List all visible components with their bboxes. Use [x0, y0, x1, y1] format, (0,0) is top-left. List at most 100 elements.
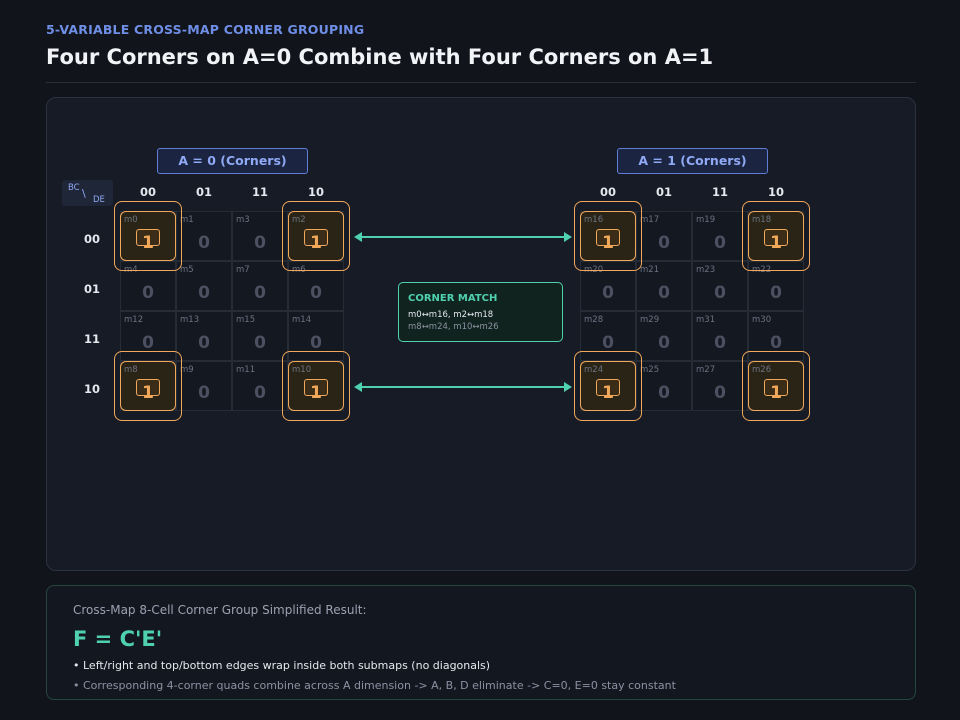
cell-value: 0	[310, 333, 322, 353]
map-header-a0: A = 0 (Corners)	[157, 148, 308, 174]
cell-value: 0	[254, 233, 266, 253]
minterm-label: m13	[180, 315, 200, 325]
highlight-box	[304, 229, 328, 246]
cell-value: 0	[658, 333, 670, 353]
corner-match-callout: CORNER MATCH m0↔m16, m2↔m18 m8↔m24, m10↔…	[398, 282, 563, 342]
highlight-box	[596, 229, 620, 246]
row-label: 10	[83, 382, 100, 396]
cell-value: 1	[310, 233, 322, 253]
highlight-box	[304, 379, 328, 396]
arrow-right-icon	[564, 232, 572, 242]
minterm-label: m9	[180, 365, 194, 375]
kmap-cell-m14: m14 0	[288, 311, 344, 361]
minterm-label: m1	[180, 215, 194, 225]
minterm-label: m20	[584, 265, 604, 275]
row-axis-label: BC	[68, 183, 80, 193]
minterm-label: m0	[124, 215, 138, 225]
kmap-cell-m28: m28 0	[580, 311, 636, 361]
kmap-cell-m23: m23 0	[692, 261, 748, 311]
kmap-cell-m29: m29 0	[636, 311, 692, 361]
minterm-label: m14	[292, 315, 312, 325]
minterm-label: m27	[696, 365, 716, 375]
header-divider	[46, 82, 916, 83]
minterm-label: m24	[584, 365, 604, 375]
result-note: • Left/right and top/bottom edges wrap i…	[73, 659, 491, 672]
kmap-cell-m1: m1 0	[176, 211, 232, 261]
cell-value: 1	[310, 383, 322, 403]
cell-value: 1	[770, 383, 782, 403]
result-heading: Cross-Map 8-Cell Corner Group Simplified…	[73, 603, 367, 617]
cell-value: 0	[770, 283, 782, 303]
col-label: 11	[711, 185, 728, 199]
kmap-cell-m22: m22 0	[748, 261, 804, 311]
col-label: 10	[767, 185, 784, 199]
kmap-cell-m9: m9 0	[176, 361, 232, 411]
cell-value: 0	[142, 283, 154, 303]
cell-value: 1	[142, 383, 154, 403]
minterm-label: m16	[584, 215, 604, 225]
cell-value: 1	[770, 233, 782, 253]
cell-value: 0	[714, 283, 726, 303]
arrow-right-icon	[564, 382, 572, 392]
arrow-left-icon	[354, 232, 362, 242]
corner-match-heading: CORNER MATCH	[408, 293, 498, 304]
diagram-subtitle: 5-VARIABLE CROSS-MAP CORNER GROUPING	[46, 22, 365, 37]
result-panel: Cross-Map 8-Cell Corner Group Simplified…	[46, 585, 916, 700]
corner-match-line: m0↔m16, m2↔m18	[408, 310, 494, 320]
minterm-label: m21	[640, 265, 660, 275]
minterm-label: m29	[640, 315, 660, 325]
highlight-box	[136, 379, 160, 396]
highlight-box	[764, 379, 788, 396]
col-label: 00	[139, 185, 156, 199]
minterm-label: m7	[236, 265, 250, 275]
minterm-label: m23	[696, 265, 716, 275]
kmap-cell-m18: m18 1	[748, 211, 804, 261]
minterm-label: m12	[124, 315, 144, 325]
arrow-left-icon	[354, 382, 362, 392]
minterm-label: m31	[696, 315, 716, 325]
minterm-label: m30	[752, 315, 772, 325]
cell-value: 0	[198, 233, 210, 253]
cell-value: 0	[658, 233, 670, 253]
corner-link-top	[354, 232, 572, 242]
col-label: 01	[655, 185, 672, 199]
kmap-cell-m7: m7 0	[232, 261, 288, 311]
minterm-label: m25	[640, 365, 660, 375]
minterm-label: m28	[584, 315, 604, 325]
cell-value: 0	[602, 333, 614, 353]
cell-value: 0	[254, 283, 266, 303]
row-label: 11	[83, 332, 100, 346]
diagram-title: Four Corners on A=0 Combine with Four Co…	[46, 45, 714, 69]
col-label: 11	[251, 185, 268, 199]
col-label: 01	[195, 185, 212, 199]
corner-match-line: m8↔m24, m10↔m26	[408, 322, 499, 332]
col-label: 00	[599, 185, 616, 199]
map-header-a1: A = 1 (Corners)	[617, 148, 768, 174]
cell-value: 0	[254, 333, 266, 353]
col-axis-label: DE	[93, 195, 105, 205]
minterm-label: m3	[236, 215, 250, 225]
axis-corner-label: BC \ DE	[62, 180, 113, 206]
cell-value: 0	[602, 283, 614, 303]
minterm-label: m22	[752, 265, 772, 275]
result-equation: F = C'E'	[73, 627, 163, 651]
kmap-cell-m26: m26 1	[748, 361, 804, 411]
minterm-label: m26	[752, 365, 772, 375]
minterm-label: m18	[752, 215, 772, 225]
cell-value: 0	[198, 383, 210, 403]
cell-value: 0	[254, 383, 266, 403]
